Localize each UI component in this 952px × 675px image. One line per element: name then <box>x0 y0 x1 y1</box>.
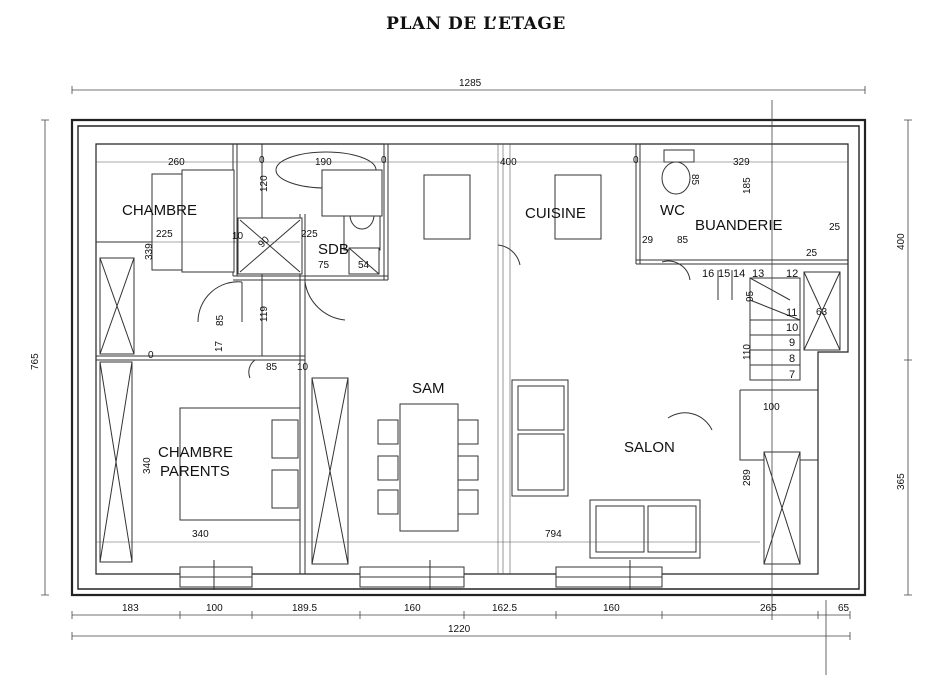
dim-bottom-total: 1220 <box>448 624 471 635</box>
stair-step-number: 9 <box>789 337 795 349</box>
dim-interior: 63 <box>816 307 828 318</box>
dim-interior: 0 <box>633 155 639 166</box>
room-label-salon: SALON <box>624 439 675 456</box>
dim-interior: 85 <box>266 362 278 373</box>
dim-bottom-seg: 160 <box>404 603 421 614</box>
dim-interior: 329 <box>733 157 750 168</box>
stair-step-number: 11 <box>786 307 797 319</box>
room-label-wc: WC <box>660 202 685 219</box>
dim-interior: 29 <box>642 235 654 246</box>
dim-left-total: 765 <box>30 353 41 370</box>
dim-interior: 85 <box>215 314 226 326</box>
dim-right-lower: 365 <box>896 473 907 490</box>
dim-top-total: 1285 <box>459 78 482 89</box>
room-labels: CHAMBRE SDB CUISINE WC BUANDERIE SAM SAL… <box>122 202 783 480</box>
overall-dimensions: 1285 1220 765 400 365 <box>30 78 907 635</box>
interior-dimensions: 260 190 400 329 0 0 0 120 85 185 225 10 … <box>142 155 841 540</box>
dim-bottom-seg: 162.5 <box>492 603 517 614</box>
stair-step-number: 16 <box>702 268 714 280</box>
dim-bottom-seg: 189.5 <box>292 603 317 614</box>
sofas <box>511 379 701 559</box>
dim-bottom-seg: 183 <box>122 603 139 614</box>
dim-interior: 225 <box>301 229 318 240</box>
dim-interior: 340 <box>142 457 153 474</box>
dim-interior: 100 <box>763 402 780 413</box>
stair-step-number: 13 <box>752 268 764 280</box>
dim-interior: 794 <box>545 529 562 540</box>
room-label-chambre: CHAMBRE <box>122 202 197 219</box>
dim-interior: 0 <box>148 350 154 361</box>
dim-interior: 0 <box>381 155 387 166</box>
dim-interior: 340 <box>192 529 209 540</box>
page-title: PLAN DE L’ETAGE <box>386 14 566 34</box>
wc-fixture <box>661 149 695 195</box>
dim-interior: 110 <box>742 344 753 360</box>
stair-step-number: 14 <box>733 268 745 280</box>
dim-interior: 225 <box>156 229 173 240</box>
room-label-parents-line1: CHAMBRE <box>158 444 233 461</box>
dim-interior: 119 <box>259 306 270 322</box>
dim-interior: 10 <box>297 362 309 373</box>
dim-interior: 95 <box>745 290 756 302</box>
bathroom-fixtures <box>237 151 383 275</box>
stair-step-number: 8 <box>789 353 795 365</box>
room-label-sam: SAM <box>412 380 445 397</box>
stair-step-number: 15 <box>718 268 730 280</box>
dim-interior: 75 <box>318 260 330 271</box>
dim-interior: 339 <box>144 243 155 260</box>
dim-interior: 0 <box>259 155 265 166</box>
stair-step-number: 12 <box>786 268 798 280</box>
kitchen <box>423 174 602 240</box>
bottom-segment-dimensions: 183 100 189.5 160 162.5 160 265 65 <box>122 603 850 614</box>
outer-walls <box>70 118 867 597</box>
dim-interior: 25 <box>829 222 841 233</box>
beds <box>151 169 301 521</box>
stair-step-number: 7 <box>789 369 795 381</box>
dim-interior: 85 <box>689 174 700 186</box>
dining-set <box>377 403 479 532</box>
dim-bottom-seg: 65 <box>838 603 850 614</box>
staircase <box>717 270 801 381</box>
dim-right-upper: 400 <box>896 233 907 250</box>
cupboards <box>99 257 841 565</box>
dim-interior: 185 <box>742 177 753 194</box>
door-swings <box>197 244 713 431</box>
dim-bottom-seg: 265 <box>760 603 777 614</box>
dim-interior: 120 <box>259 175 270 192</box>
room-label-cuisine: CUISINE <box>525 205 586 222</box>
dim-interior: 25 <box>806 248 818 259</box>
stair-step-number: 10 <box>786 322 798 334</box>
dim-interior: 85 <box>677 235 689 246</box>
dim-bottom-seg: 160 <box>603 603 620 614</box>
dim-interior: 289 <box>742 469 753 486</box>
dim-interior: 400 <box>500 157 517 168</box>
room-label-buanderie: BUANDERIE <box>695 217 783 234</box>
dim-interior: 17 <box>214 340 225 352</box>
dim-interior: 54 <box>358 260 370 271</box>
dim-interior: 10 <box>232 231 244 242</box>
dimension-lines <box>41 86 912 675</box>
dim-interior: 260 <box>168 157 185 168</box>
windows <box>179 560 663 590</box>
stair-step-numbers: 16 15 14 13 12 11 10 9 8 7 <box>702 268 798 381</box>
room-label-parents-line2: PARENTS <box>160 463 230 480</box>
room-label-sdb: SDB <box>318 241 349 258</box>
dim-interior: 190 <box>315 157 332 168</box>
dim-bottom-seg: 100 <box>206 603 223 614</box>
